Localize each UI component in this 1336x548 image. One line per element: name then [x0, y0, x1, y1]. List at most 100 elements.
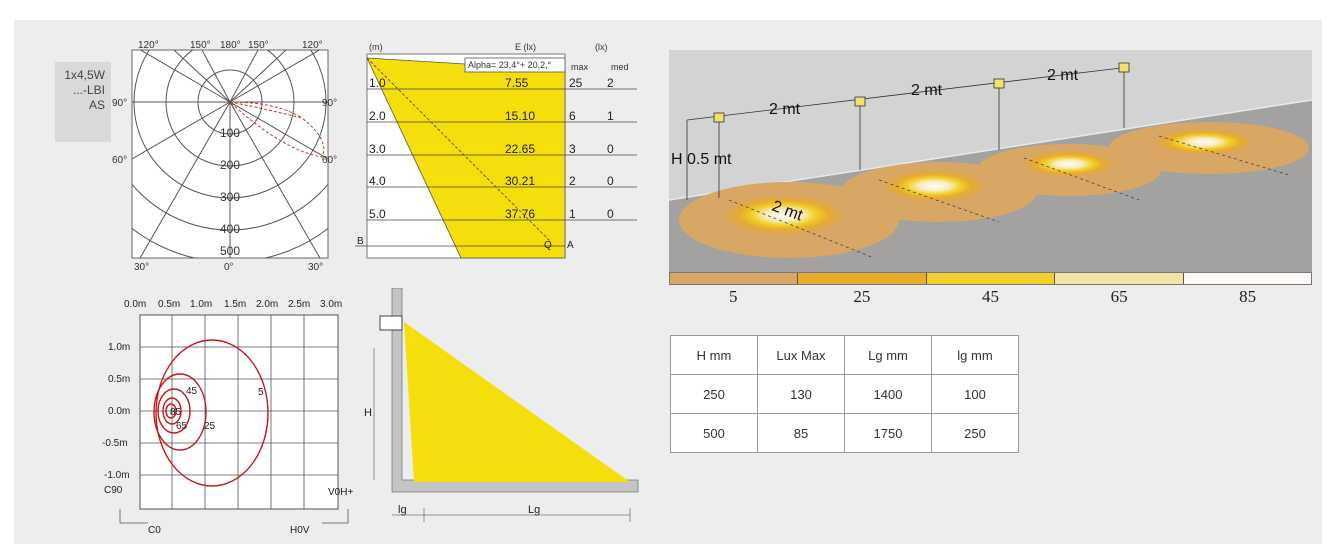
height-label: H 0.5 mt [671, 151, 732, 168]
spacing-label: 2 mt [769, 101, 801, 118]
scale-value: 25 [853, 287, 871, 306]
isolux-x-label: 1.0m [190, 299, 212, 310]
illuminance-scale-bar [669, 272, 1312, 285]
cone-max: 2 [569, 174, 576, 188]
dimensions-table: H mm Lux Max Lg mm lg mm 250 130 1400 10… [670, 335, 1019, 453]
cone-distance: 1.0 [369, 76, 386, 90]
polar-radial-label: 300 [220, 190, 240, 204]
contour-label: 65 [176, 421, 188, 432]
cone-distance: 5.0 [369, 207, 386, 221]
cone-col-max: max [571, 62, 589, 72]
table-cell: 1750 [844, 413, 932, 453]
table-header: Lg mm [844, 335, 932, 375]
table-cell: 250 [670, 374, 758, 414]
polar-left-label: 60° [112, 155, 127, 166]
polar-radial-label: 500 [220, 244, 240, 258]
scale-value: 5 [729, 287, 738, 306]
isolux-diagram: 0.0m 0.5m 1.0m 1.5m 2.0m 2.5m 3.0m 1.0m … [102, 299, 353, 536]
polar-radial-label: 100 [220, 126, 240, 140]
cone-width: 7.55 [505, 76, 529, 90]
isolux-x-label: 2.5m [288, 299, 310, 310]
isolux-x-label: 0.5m [158, 299, 180, 310]
scale-swatch [670, 273, 799, 284]
table-cell: 100 [931, 374, 1019, 414]
cone-header-right: (lx) [595, 42, 608, 52]
polar-top-label: 150° [190, 40, 211, 51]
spacing-label: 2 mt [911, 82, 943, 99]
badge-line-3: AS [88, 98, 105, 112]
cone-med: 1 [607, 109, 614, 123]
isolux-x-label: 0.0m [124, 299, 146, 310]
polar-right-label: 60° [322, 155, 337, 166]
section-lg-label: Lg [528, 504, 540, 516]
contour-label: 25 [204, 421, 216, 432]
cone-distance: 4.0 [369, 174, 386, 188]
isolux-c0-label: C0 [148, 525, 161, 536]
polar-bottom-label: 30° [308, 262, 323, 272]
cone-med: 2 [607, 76, 614, 90]
table-cell: 85 [757, 413, 845, 453]
cone-diagram: (m) E (lx) (lx) Alpha= 23,4°+ 20,2,° max… [355, 42, 637, 259]
isolux-x-label: 1.5m [224, 299, 246, 310]
cone-med: 0 [607, 142, 614, 156]
table-cell: 130 [757, 374, 845, 414]
cone-alpha-label: Alpha= 23,4°+ 20,2,° [468, 60, 552, 70]
cone-distance: 2.0 [369, 109, 386, 123]
badge-line-1: 1x4,5W [64, 68, 105, 82]
cone-width: 15.10 [505, 109, 535, 123]
cone-med: 0 [607, 174, 614, 188]
polar-right-label: 90° [322, 98, 337, 109]
polar-top-label: 120° [302, 40, 323, 51]
isolux-y-label: -1.0m [104, 470, 130, 481]
scale-value: 85 [1239, 287, 1257, 306]
cone-label-b: B [357, 236, 364, 247]
polar-diagram: 120° 150° 180° 150° 120° 90° 60° 90° 60°… [112, 40, 337, 272]
isolux-y-label: 0.0m [108, 406, 130, 417]
polar-bottom-label: 30° [134, 262, 149, 272]
isolux-y-label: 0.5m [108, 374, 130, 385]
polar-top-label: 150° [248, 40, 269, 51]
cone-max: 6 [569, 109, 576, 123]
spacing-label: 2 mt [1047, 67, 1079, 84]
cone-max: 25 [569, 76, 583, 90]
scale-swatch [1055, 273, 1184, 284]
table-cell: 500 [670, 413, 758, 453]
scene-illustration: 2 mt 2 mt 2 mt 2 mt H 0.5 mt [669, 50, 1312, 272]
cone-max: 3 [569, 142, 576, 156]
cone-med: 0 [607, 207, 614, 221]
table-header-row: H mm Lux Max Lg mm lg mm [670, 335, 1019, 375]
cone-width: 22.65 [505, 142, 535, 156]
polar-radial-label: 400 [220, 222, 240, 236]
table-row: 250 130 1400 100 [670, 374, 1019, 414]
contour-label: 85 [170, 407, 182, 418]
polar-radial-label: 200 [220, 158, 240, 172]
table-header: Lux Max [757, 335, 845, 375]
table-header: lg mm [931, 335, 1019, 375]
cone-distance: 3.0 [369, 142, 386, 156]
scale-swatch [798, 273, 927, 284]
isolux-x-label: 2.0m [256, 299, 278, 310]
polar-bottom-label: 0° [224, 262, 234, 272]
polar-left-label: 90° [112, 98, 127, 109]
table-row: 500 85 1750 250 [670, 413, 1019, 453]
cone-header-left: (m) [369, 42, 383, 52]
product-badge: 1x4,5W ...-LBI AS [55, 62, 111, 142]
table-cell: 250 [931, 413, 1019, 453]
cone-col-med: med [611, 62, 629, 72]
contour-label: 45 [186, 386, 198, 397]
table-cell: 1400 [844, 374, 932, 414]
isolux-c90-label: C90 [104, 485, 123, 496]
scale-labels: 5 25 45 65 85 [669, 287, 1312, 307]
isolux-v0h-label: V0H+ [328, 487, 353, 498]
cone-width: 37.76 [505, 207, 535, 221]
isolux-x-label: 3.0m [320, 299, 342, 310]
cone-label-q: Q [544, 240, 552, 251]
cone-max: 1 [569, 207, 576, 221]
polar-top-label: 120° [138, 40, 159, 51]
isolux-h0v-label: H0V [290, 525, 310, 536]
contour-label: 5 [258, 387, 264, 398]
cone-header-mid: E (lx) [515, 42, 536, 52]
badge-line-2: ...-LBI [72, 83, 105, 97]
scale-value: 45 [981, 287, 999, 306]
section-h-label: H [364, 407, 372, 419]
